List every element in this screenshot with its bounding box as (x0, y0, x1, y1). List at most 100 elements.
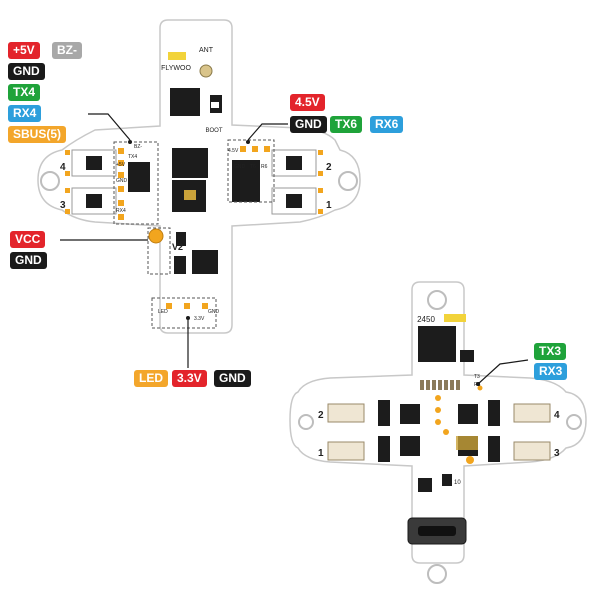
rear-silk-tx3: T3 (474, 374, 480, 380)
label-tx6: TX6 (330, 116, 363, 133)
rear-mount-hole-top (427, 290, 447, 310)
front-lower-chip (192, 250, 218, 274)
front-antenna-pad (168, 52, 186, 60)
label-rx6: RX6 (370, 116, 404, 133)
front-left-chip (128, 162, 150, 192)
silk-ant: ANT (199, 47, 214, 54)
leader-line-right-labels (247, 123, 288, 141)
front-vcc-pad (148, 228, 164, 244)
silk-v2: V2 (172, 242, 183, 252)
rear-radio-chip (418, 326, 456, 362)
silk-pad-gnd3: GND (208, 309, 220, 315)
rear-connector-3 (513, 441, 551, 461)
label-gnd-right: GND (290, 116, 327, 133)
label-plus-5v: +5V (8, 42, 40, 59)
leader-dot-rear (476, 382, 480, 386)
front-mount-hole-left (40, 171, 60, 191)
silk-pad-33v: 3.3V (194, 316, 205, 322)
label-gnd-bottom: GND (214, 370, 251, 387)
front-motor-fet-2 (286, 156, 302, 170)
label-vcc: VCC (10, 231, 46, 248)
front-gold-pad (184, 190, 196, 200)
silk-boot: BOOT (205, 128, 222, 134)
label-gnd-power: GND (10, 252, 47, 269)
rear-fet-left-1 (378, 400, 390, 426)
rear-fet-right-2 (488, 436, 500, 462)
leader-dot-bottom (186, 316, 190, 320)
rear-small-chip (460, 350, 474, 362)
rear-antenna-pad (444, 314, 466, 322)
rear-chip-b (458, 404, 478, 424)
rear-silk-motor-1: 1 (318, 448, 324, 459)
rear-silk-motor-2: 2 (318, 410, 324, 421)
front-motor-connector-2 (271, 149, 317, 177)
rear-fet-left-2 (378, 436, 390, 462)
rear-solder-pads (435, 385, 483, 464)
rear-pin-row (420, 380, 460, 390)
front-motor-connector-4 (71, 149, 117, 177)
rear-silk-motor-4: 4 (554, 410, 560, 421)
rear-silk-2450: 2450 (417, 315, 435, 324)
silk-motor-1: 1 (326, 200, 332, 211)
front-mcu-chip (170, 88, 200, 116)
leader-dot-right (246, 140, 250, 144)
front-motor-fet-4 (86, 156, 102, 170)
silk-motor-2: 2 (326, 162, 332, 173)
label-gnd-left: GND (8, 63, 45, 80)
front-center-chip (172, 148, 208, 178)
silk-pad-rx4: RX4 (116, 208, 126, 214)
front-motor-fet-3 (86, 194, 102, 208)
leader-line-rear (477, 359, 529, 385)
rear-gold-block (456, 436, 478, 450)
silk-pad-bz: BZ- (134, 144, 142, 150)
rear-fet-right-1 (488, 400, 500, 426)
silk-motor-4: 4 (60, 162, 66, 173)
rear-mount-hole-left (298, 414, 314, 430)
rear-mount-hole-bottom (427, 564, 447, 584)
rear-bottom-chip (418, 478, 432, 492)
rear-usb-opening (418, 526, 456, 536)
front-pad-box-right (227, 139, 275, 203)
leader-lines (60, 113, 529, 385)
rear-board: 2450 T3 R3 2 1 4 3 10 (289, 281, 587, 584)
label-rx3: RX3 (534, 363, 568, 380)
front-lower-chip-3 (176, 232, 186, 246)
front-pad-box-bottom (151, 297, 217, 329)
silk-pad-gnd2: GND (234, 164, 246, 170)
front-solder-pads (65, 146, 323, 309)
front-pad-box-left (113, 141, 159, 225)
silk-pad-t6: T6 (250, 164, 256, 170)
silk-pad-5v: +5V (116, 162, 126, 168)
rear-connector-1 (327, 441, 365, 461)
rear-silk-motor-3: 3 (554, 448, 560, 459)
label-led: LED (134, 370, 168, 387)
silk-pad-tx4: TX4 (128, 154, 137, 160)
silk-pad-led: LED (158, 309, 168, 315)
front-antenna-connector (199, 64, 213, 78)
rear-chip-c (400, 436, 420, 456)
front-board: ANT FLYWOO BOOT 4 3 2 1 V2 +5V BZ- TX4 G… (37, 19, 361, 334)
rear-silk-10: 10 (454, 480, 461, 486)
silk-pad-r6: R6 (261, 164, 268, 170)
silk-pad-gnd: GND (116, 178, 128, 184)
rear-mount-hole-right (566, 414, 582, 430)
label-rx4: RX4 (8, 105, 42, 122)
front-boot-button (211, 102, 219, 108)
label-tx4: TX4 (8, 84, 41, 101)
front-pad-box-vcc (147, 227, 171, 275)
leader-dot-left (128, 140, 132, 144)
front-motor-fet-1 (286, 194, 302, 208)
label-bz-minus: BZ- (52, 42, 82, 59)
label-4-5v: 4.5V (290, 94, 325, 111)
front-mount-hole-right (338, 171, 358, 191)
rear-chip-a (400, 404, 420, 424)
label-sbus: SBUS(5) (8, 126, 67, 143)
silk-brand: FLYWOO (161, 65, 191, 72)
silk-motor-3: 3 (60, 200, 66, 211)
front-lower-chip-2 (174, 256, 186, 274)
leader-line-left-labels (88, 113, 131, 141)
rear-connector-4 (513, 403, 551, 423)
rear-connector-2 (327, 403, 365, 423)
